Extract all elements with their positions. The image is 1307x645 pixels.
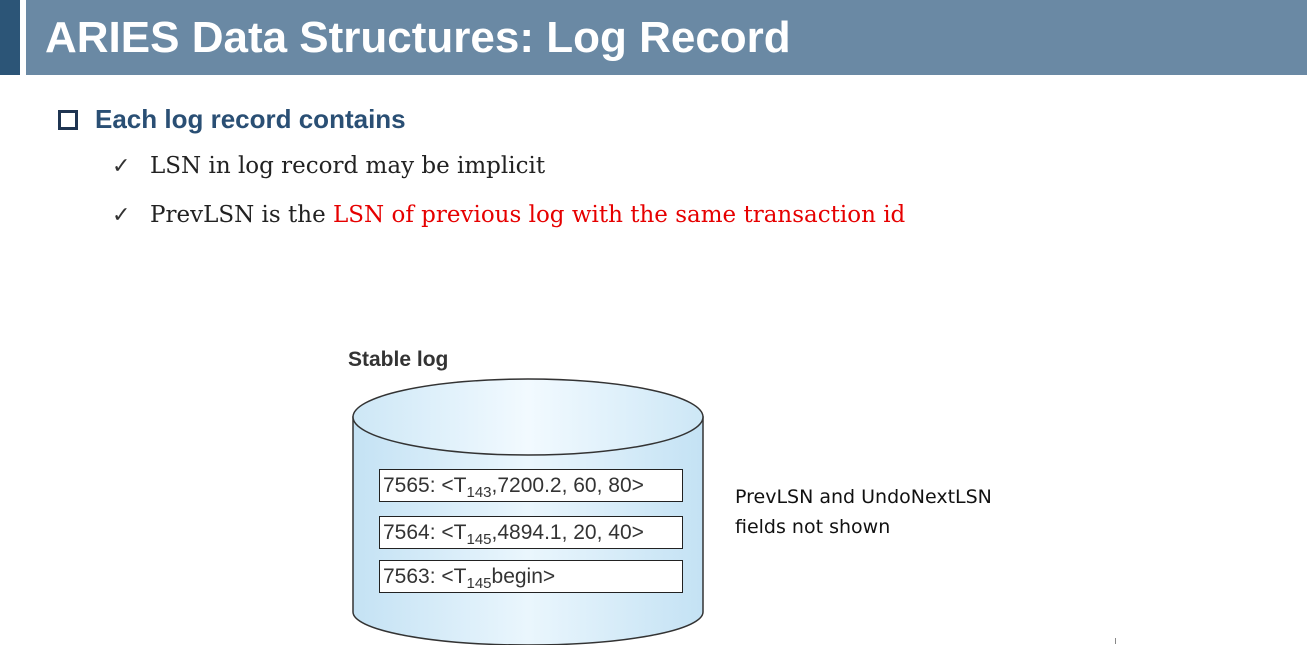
title-accent-stripe xyxy=(0,0,20,75)
main-bullet-text: Each log record contains xyxy=(95,104,406,134)
stray-tick xyxy=(1115,638,1116,644)
stable-log-cylinder xyxy=(352,378,704,645)
transaction-subscript: 145 xyxy=(466,575,492,592)
sub-bullet-1: ✓ LSN in log record may be implicit xyxy=(112,153,545,179)
note-line-2: fields not shown xyxy=(735,516,891,538)
stable-log-label: Stable log xyxy=(348,348,449,371)
sub-bullet-2: ✓ PrevLSN is the LSN of previous log wit… xyxy=(112,202,905,228)
slide-title: ARIES Data Structures: Log Record xyxy=(45,13,791,62)
note-line-1: PrevLSN and UndoNextLSN xyxy=(735,486,992,508)
transaction-subscript: 145 xyxy=(466,531,492,548)
log-record-body: ,4894.1, 20, 40> xyxy=(491,521,644,544)
log-record-7563: 7563: <T145begin> xyxy=(379,560,683,593)
sub-bullet-2-highlight: LSN of previous log with the same transa… xyxy=(333,202,906,228)
log-record-lsn: 7564: <T xyxy=(383,521,467,544)
log-record-7565: 7565: <T143,7200.2, 60, 80> xyxy=(379,469,683,502)
sub-bullet-2-text: PrevLSN is the xyxy=(150,202,333,228)
log-record-body: begin> xyxy=(491,565,556,588)
main-bullet: Each log record contains xyxy=(58,104,406,135)
square-bullet-icon xyxy=(58,109,78,130)
diagram-note: PrevLSN and UndoNextLSN fields not shown xyxy=(735,482,992,542)
checkmark-icon: ✓ xyxy=(112,153,131,179)
log-record-lsn: 7565: <T xyxy=(383,474,467,497)
checkmark-icon: ✓ xyxy=(112,202,131,228)
log-record-body: ,7200.2, 60, 80> xyxy=(491,474,644,497)
sub-bullet-1-text: LSN in log record may be implicit xyxy=(150,153,546,179)
log-record-7564: 7564: <T145,4894.1, 20, 40> xyxy=(379,516,683,549)
transaction-subscript: 143 xyxy=(466,484,492,501)
title-bar: ARIES Data Structures: Log Record xyxy=(0,0,1307,75)
title-gap xyxy=(20,0,26,75)
log-record-lsn: 7563: <T xyxy=(383,565,467,588)
